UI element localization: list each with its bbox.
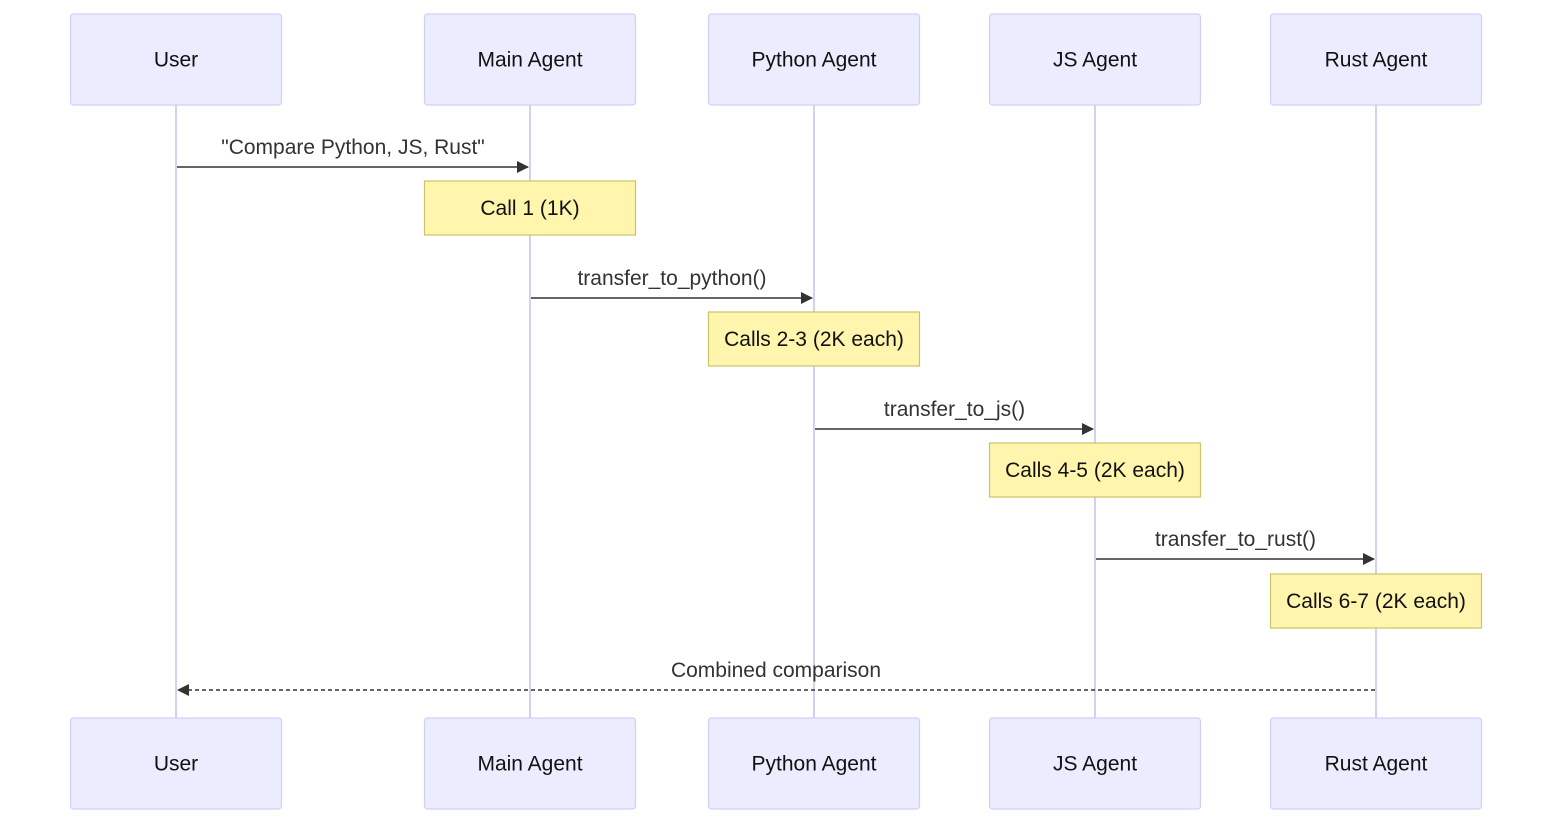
actor-label: Rust Agent: [1325, 753, 1428, 776]
actor-box: [69, 13, 283, 106]
actor-label: Python Agent: [752, 49, 877, 72]
actor-python-bottom: Python Agent: [707, 717, 921, 810]
message-label: transfer_to_rust(): [1155, 528, 1316, 551]
actor-label: User: [154, 49, 198, 72]
actor-box: [988, 13, 1202, 106]
actor-box: [423, 717, 637, 810]
actor-box: [69, 717, 283, 810]
message-label: Combined comparison: [671, 659, 881, 682]
note-python: Calls 2-3 (2K each): [707, 311, 921, 367]
note-box: [988, 442, 1202, 498]
message-4: transfer_to_rust(): [1096, 528, 1375, 565]
actor-box: [423, 13, 637, 106]
actor-box: [1269, 13, 1483, 106]
actor-main-top: Main Agent: [423, 13, 637, 106]
actor-js-top: JS Agent: [988, 13, 1202, 106]
note-label: Calls 4-5 (2K each): [1005, 459, 1185, 482]
message-label: transfer_to_python(): [577, 267, 766, 290]
message-1: "Compare Python, JS, Rust": [177, 136, 529, 173]
note-rust: Calls 6-7 (2K each): [1269, 573, 1483, 629]
note-label: Call 1 (1K): [480, 197, 579, 220]
actor-label: Rust Agent: [1325, 49, 1428, 72]
actor-label: Main Agent: [477, 753, 582, 776]
actor-box: [707, 717, 921, 810]
note-box: [707, 311, 921, 367]
actor-box: [1269, 717, 1483, 810]
message-2: transfer_to_python(): [531, 267, 813, 304]
actor-user-bottom: User: [69, 717, 283, 810]
actor-box: [707, 13, 921, 106]
actor-label: User: [154, 753, 198, 776]
note-label: Calls 6-7 (2K each): [1286, 590, 1466, 613]
message-3: transfer_to_js(): [815, 398, 1094, 435]
note-label: Calls 2-3 (2K each): [724, 328, 904, 351]
note-box: [423, 180, 637, 236]
note-main: Call 1 (1K): [423, 180, 637, 236]
actor-rust-top: Rust Agent: [1269, 13, 1483, 106]
actor-user-top: User: [69, 13, 283, 106]
actor-label: JS Agent: [1053, 753, 1137, 776]
message-5: Combined comparison: [177, 659, 1375, 696]
actor-main-bottom: Main Agent: [423, 717, 637, 810]
message-label: "Compare Python, JS, Rust": [221, 136, 485, 159]
note-box: [1269, 573, 1483, 629]
actor-js-bottom: JS Agent: [988, 717, 1202, 810]
note-js: Calls 4-5 (2K each): [988, 442, 1202, 498]
actor-box: [988, 717, 1202, 810]
actor-label: JS Agent: [1053, 49, 1137, 72]
actor-label: Main Agent: [477, 49, 582, 72]
actor-python-top: Python Agent: [707, 13, 921, 106]
actor-label: Python Agent: [752, 753, 877, 776]
actor-rust-bottom: Rust Agent: [1269, 717, 1483, 810]
message-label: transfer_to_js(): [884, 398, 1025, 421]
